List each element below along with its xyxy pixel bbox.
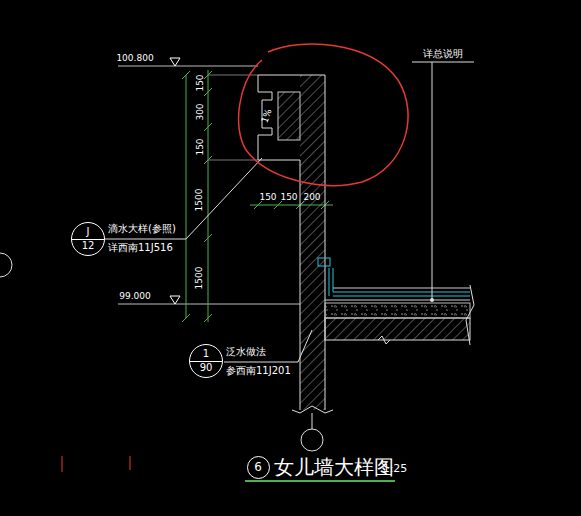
title-underline <box>245 480 395 482</box>
dimension-text: 1500 <box>195 189 204 212</box>
note-text: 参西南11J201 <box>226 366 291 376</box>
elevation-line <box>118 304 300 305</box>
leader-dot <box>430 298 434 302</box>
callout-divider <box>72 239 104 240</box>
leader-line <box>224 330 312 362</box>
dimension-text: 200 <box>303 193 320 202</box>
note-text: 泛水做法 <box>226 347 266 357</box>
callout-text: J <box>87 227 90 237</box>
dimension-text: 150 <box>280 193 297 202</box>
flashing-upturn <box>329 268 333 296</box>
dimension-text: 150 <box>196 138 205 155</box>
leader-line <box>412 62 474 300</box>
insulation-line <box>325 300 470 301</box>
dimension-text: 150 <box>196 74 205 91</box>
coping-core <box>278 92 300 140</box>
callout-text: 12 <box>82 241 95 251</box>
membrane-line <box>333 292 470 293</box>
break-line <box>292 406 333 413</box>
wall-hatch <box>300 75 325 410</box>
dimension-text: 100.800 <box>116 54 153 63</box>
roof-slab <box>325 318 470 340</box>
dimension-ticks <box>182 71 212 322</box>
callout-text: 90 <box>200 363 213 373</box>
dimension-text: 150 <box>259 193 276 202</box>
markup-marks <box>62 456 130 472</box>
protection-line <box>333 288 470 289</box>
callout-divider <box>190 361 222 362</box>
dimension-line <box>208 70 209 322</box>
dimension-line <box>186 75 187 318</box>
note-text: 详总说明 <box>423 49 463 59</box>
break-line <box>466 285 474 345</box>
callout-circle: 190 <box>189 344 223 378</box>
dimension-text: 1500 <box>195 267 204 290</box>
elevation-mark <box>170 58 180 66</box>
dimension-text: 99.000 <box>119 292 151 301</box>
axis-circle-partial <box>0 253 12 277</box>
extension-line <box>208 160 258 161</box>
note-text: 详西南11J516 <box>108 243 173 253</box>
note-text: 滴水大样(参照) <box>108 224 176 234</box>
leader-line <box>105 158 262 239</box>
coping-outline <box>258 75 325 410</box>
drawing-title: 女儿墙大样图 <box>274 457 394 477</box>
flashing-fixing <box>318 258 330 266</box>
callout-circle: 6 <box>247 456 270 479</box>
callout-circle: J 12 <box>71 222 105 256</box>
dimension-text: 1% <box>260 108 273 124</box>
elevation-line <box>118 66 258 67</box>
markup-circle <box>239 44 408 185</box>
axis-circle <box>301 429 323 451</box>
membrane-line <box>333 296 470 297</box>
elevation-mark <box>170 296 180 304</box>
dimension-text: 300 <box>196 103 205 120</box>
screed-layer <box>325 303 470 318</box>
callout-text: 1 <box>203 349 209 359</box>
break-mark <box>378 336 390 344</box>
callout-text: 6 <box>254 461 262 473</box>
axis-line <box>312 413 313 429</box>
